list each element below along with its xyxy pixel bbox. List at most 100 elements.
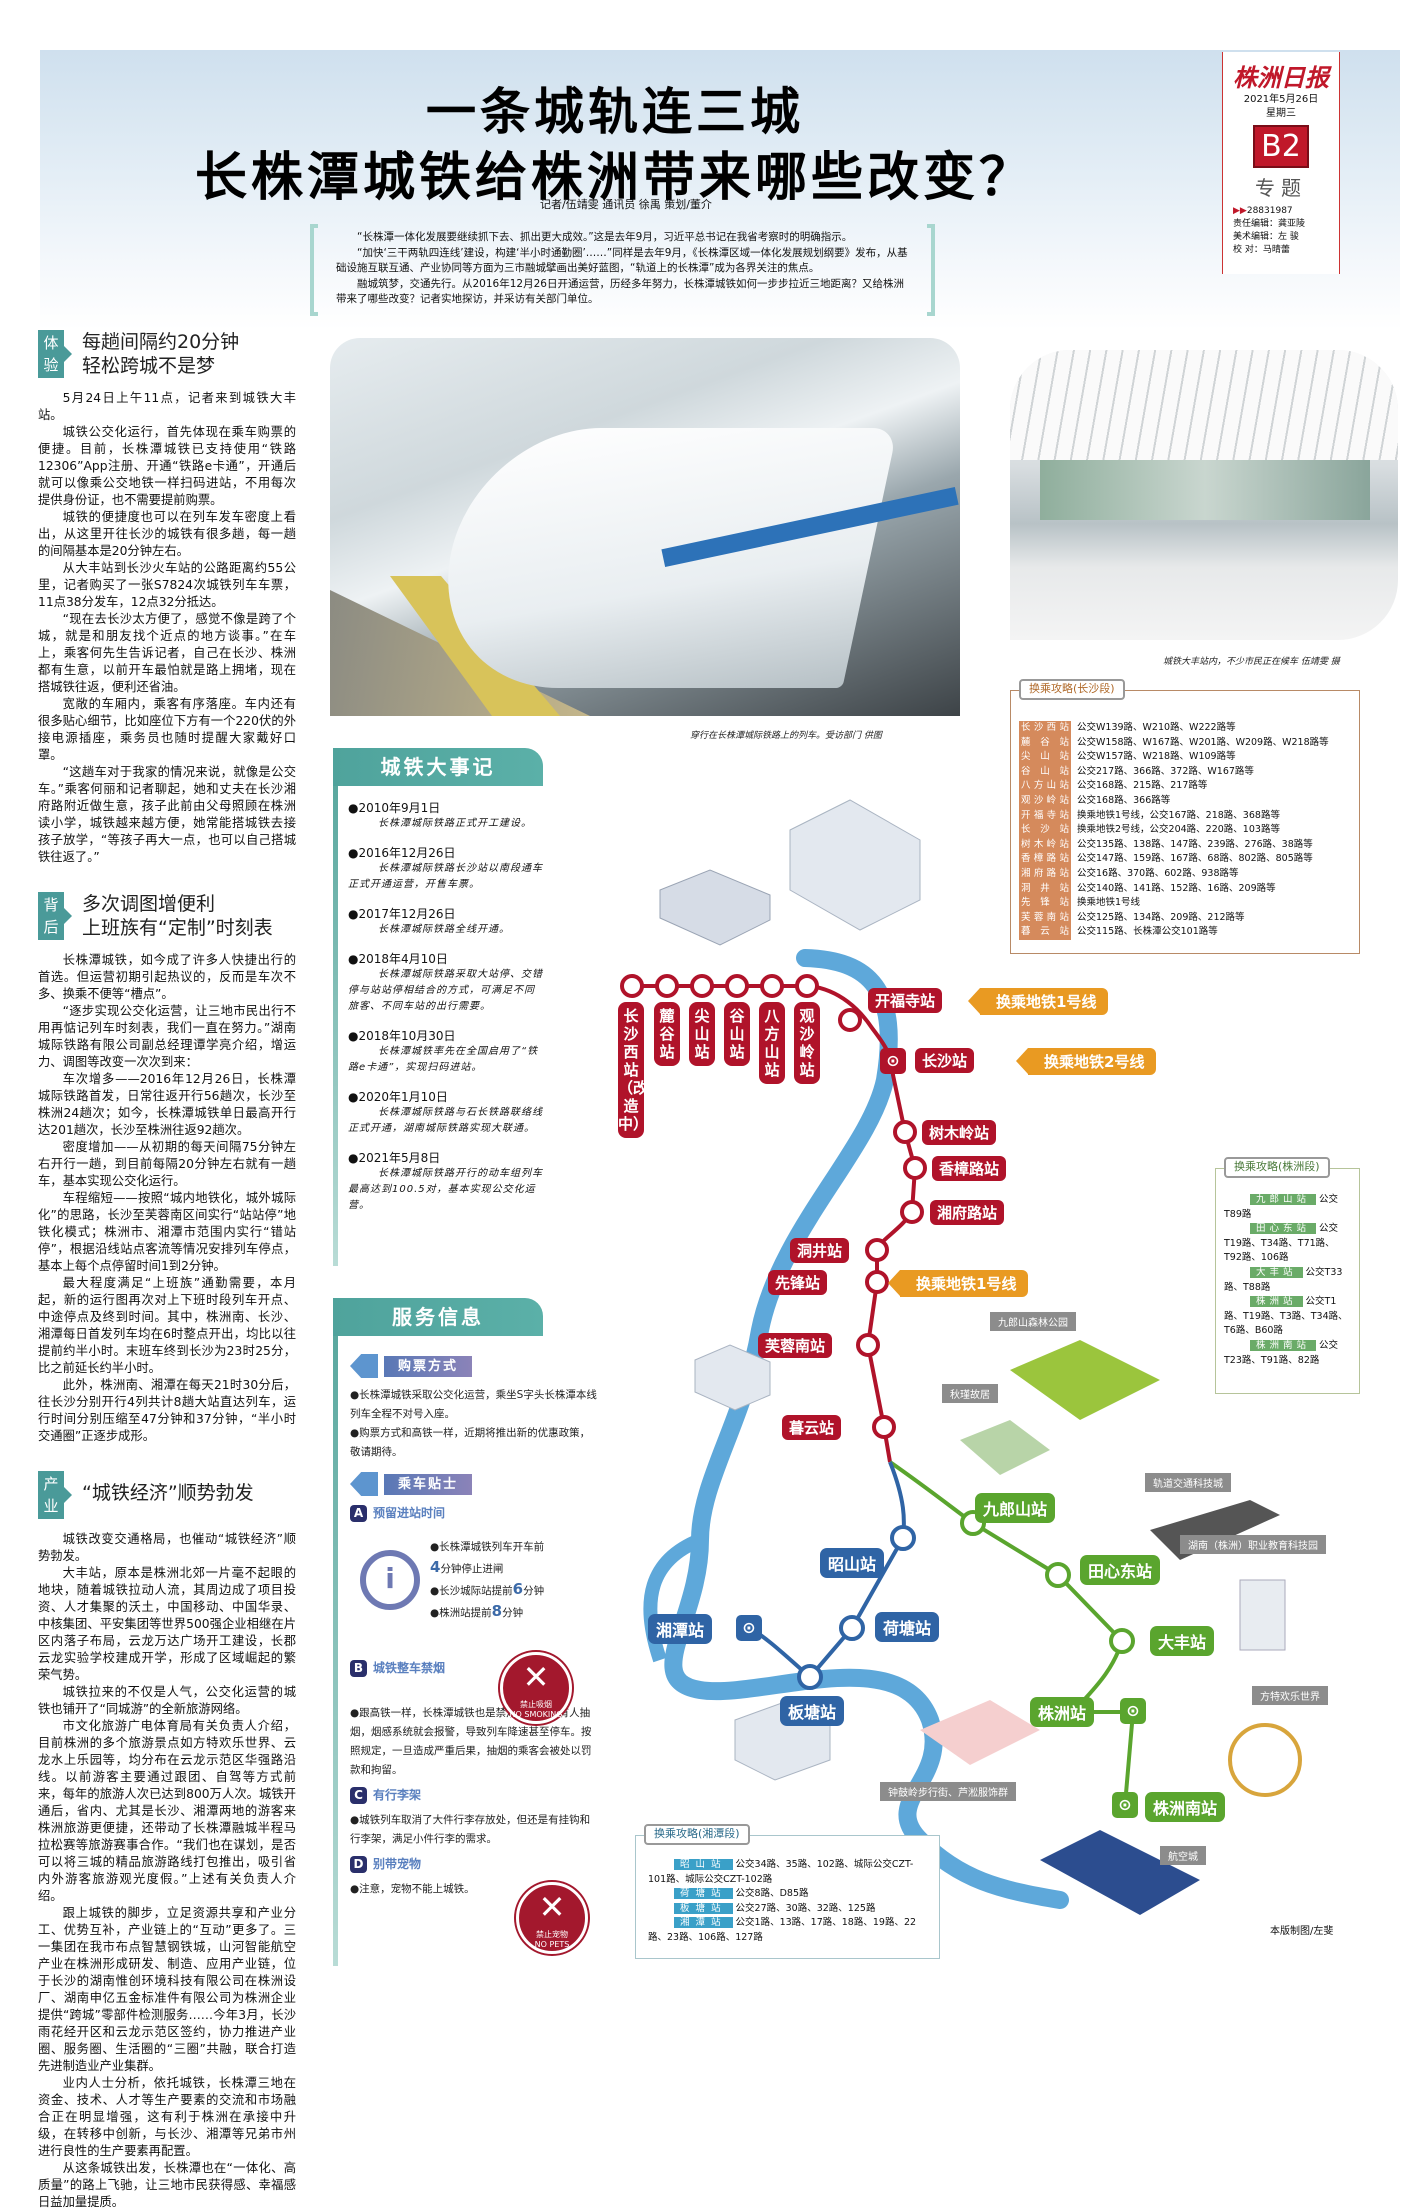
guide-title: 换乘攻略(长沙段) [1019, 679, 1125, 700]
event-date: ●2021年5月8日 [348, 1151, 441, 1165]
forest-park [1010, 1340, 1160, 1420]
article-experience: 5月24日上午11点，记者来到城铁大丰站。 城铁公交化运行，首先体现在乘车购票的… [38, 390, 296, 866]
tip-text: ●株洲站提前 [430, 1607, 492, 1619]
section-tag: 背后 [38, 892, 72, 940]
tip-key: C [350, 1787, 367, 1804]
station-guanshaling: 观沙岭站 [794, 1002, 820, 1084]
paragraph: 城铁的便捷度也可以在列车发车密度上看出，从这里开往长沙的城铁有很多趟，每一趟的间… [38, 510, 296, 558]
guide-row: 长沙西站公交W139路、W210路、W222路等 [1019, 721, 1351, 736]
railway-station-icon: ⊙ [880, 1048, 906, 1074]
tips-label: 乘车贴士 [384, 1473, 473, 1495]
event-date: ●2016年12月26日 [348, 846, 456, 860]
guide-info: 换乘地铁1号线，公交167路、218路、368路等 [1077, 809, 1280, 821]
intro-paragraph: “加快‘三干两轨四连线’建设，构建‘半小时通勤圈’……”同样是去年9月，《长株潭… [336, 246, 908, 275]
station-muyun: 暮云站 [782, 1415, 842, 1440]
guide-station: 洞井站 [1019, 881, 1071, 897]
paragraph: 宽敞的车厢内，乘客有序落座。车内还有很多贴心细节，比如座位下方有一个220伏的外… [38, 697, 296, 762]
guide-row: 香樟路站公交147路、159路、167路、68路、802路、805路等 [1019, 852, 1351, 867]
station-dot [838, 1008, 862, 1032]
divider [333, 1336, 338, 1966]
photo-caption: 城铁大丰站内，不少市民正在候车 伍靖雯 摄 [1163, 657, 1340, 667]
railway-station-icon: ⊙ [1120, 1698, 1146, 1724]
tip-number: 8 [491, 1602, 503, 1620]
left-column: 体验 每趟间隔约20分钟轻松跨城不是梦 5月24日上午11点，记者来到城铁大丰站… [38, 330, 296, 2211]
train-photo [330, 338, 960, 716]
tip-key: B [350, 1660, 367, 1677]
event-text: 长株潭城际铁路开行的动车组列车最高达到100.5对，基本实现公交化运营。 [348, 1168, 543, 1211]
station-zhuzhou: 株洲站 [1030, 1697, 1095, 1727]
railway-station-icon: ⊙ [1112, 1792, 1138, 1818]
guide-info: 公交217路、366路、372路、W167路等 [1077, 765, 1254, 777]
guide-station: 长沙站 [1019, 823, 1071, 838]
station-dot [893, 1120, 917, 1144]
station-dot [1045, 1562, 1071, 1588]
guide-info: 公交27路、30路、32路、125路 [735, 1902, 876, 1914]
station-xiangzhanglu: 香樟路站 [932, 1156, 1007, 1181]
guide-info: 公交T19路、T34路、T71路、T92路、106路 [1224, 1223, 1339, 1264]
office-building [789, 799, 921, 931]
guide-row: 芙蓉南站公交125路、134路、209路、212路等 [1019, 910, 1351, 926]
fangte-ferris-wheel [1228, 1723, 1302, 1797]
timeline-event: ●2018年4月10日长株潭城际铁路采取大站停、交错停与站站停相结合的方式，可满… [348, 951, 543, 1015]
tip-text: 分钟停止进闸 [440, 1563, 504, 1575]
building [659, 869, 771, 946]
tip-key: D [350, 1856, 367, 1873]
guide-station: 八方山站 [1019, 779, 1071, 794]
ticket-item: ●长株潭城铁采取公交化运营，乘坐S字头长株潭本线列车全程不对号入座。 [350, 1389, 597, 1420]
guide-info: 公交T33路、T88路 [1224, 1266, 1343, 1293]
tip-text: 分钟 [502, 1607, 524, 1619]
sign-text-en: NO SMOKING [509, 1710, 563, 1719]
timeline-event: ●2017年12月26日长株潭城际铁路全线开通。 [348, 906, 543, 938]
paragraph: 车次增多——2016年12月26日，长株潭城际铁路首发，日常往返开行56趟次，长… [38, 1072, 296, 1137]
transfer-guide-xiangtan: 换乘攻略(湘潭段) 昭山站 公交34路、35路、102路、城际公交CZT-101… [635, 1824, 940, 1959]
guide-info: 公交168路、366路等 [1077, 794, 1171, 806]
event-text: 长株潭城际铁路全线开通。 [378, 924, 510, 935]
train-body [422, 428, 898, 688]
landmark-edu-park: 湖南（株洲）职业教育科技园 [1180, 1535, 1326, 1554]
guide-title: 换乘攻略(株洲段) [1224, 1157, 1330, 1178]
station-changsha-west: 长沙西站（改造中） [618, 1002, 648, 1138]
guide-station: 昭山站 [674, 1859, 733, 1870]
timeline-title: 城铁大事记 [333, 748, 543, 786]
station-gushan: 谷山站 [724, 1002, 750, 1066]
info-touch-icon: i [360, 1550, 420, 1610]
guide-info: 公交147路、159路、167路、68路、802路、805路等 [1077, 853, 1313, 865]
ceiling [1010, 350, 1398, 460]
event-text: 长株潭城际铁路采取大站停、交错停与站站停相结合的方式，可满足不同旅客、不同车站的… [348, 969, 543, 1012]
headline-line2: 长株潭城铁给株洲带来哪些改变？ [194, 148, 1035, 208]
section-heading-industry: 产业 “城铁经济”顺势勃发 [38, 1471, 296, 1521]
guide-station: 开福寺站 [1019, 808, 1071, 824]
guide-station: 先锋站 [1019, 896, 1071, 911]
sign-text-en: NO PETS [534, 1940, 570, 1949]
heading-line: “城铁经济”顺势勃发 [82, 1482, 254, 1504]
event-date: ●2017年12月26日 [348, 907, 456, 921]
timeline-event: ●2010年9月1日长株潭城际铁路正式开工建设。 [348, 800, 543, 832]
heading-line: 轻松跨城不是梦 [82, 355, 216, 377]
guide-row: 谷山站公交217路、366路、372路、W167路等 [1019, 764, 1351, 780]
guide-info: 公交1路、13路、17路、18路、19路、22路、23路、106路、127路 [648, 1917, 917, 1943]
station-xianfeng: 先锋站 [768, 1270, 828, 1295]
station-dot [903, 1156, 927, 1180]
station-kaifusi: 开福寺站 [868, 988, 943, 1013]
paragraph: 密度增加——从初期的每天间隔75分钟左右开行一趟，到目前每隔20分钟左右就有一趟… [38, 1140, 296, 1188]
landmark-rail-city: 轨道交通科技城 [1145, 1473, 1231, 1492]
event-date: ●2018年10月30日 [348, 1029, 456, 1043]
bracket-right [927, 224, 935, 316]
guide-station: 尖山站 [1019, 750, 1071, 765]
tip-text: ●注意，宠物不能上城铁。 [350, 1883, 475, 1895]
guide-row: 田心东站 公交T19路、T34路、T71路、T92路、106路 [1224, 1222, 1351, 1266]
station-dot [872, 1415, 896, 1439]
event-text: 长株潭城际铁路长沙站以南段通车正式开通运营，开售车票。 [348, 863, 543, 890]
paragraph: 从大丰站到长沙火车站的公路距离约55公里，记者购买了一张S7824次城铁列车车票… [38, 561, 296, 609]
edu-building [1239, 1579, 1286, 1651]
guide-station: 九郎山站 [1250, 1194, 1317, 1205]
xiang-river [664, 949, 1069, 1909]
tip-text: 分钟 [523, 1585, 545, 1597]
guide-station: 板塘站 [674, 1902, 733, 1914]
pet-crossed-icon: ✕ [538, 1888, 566, 1926]
paragraph: 5月24日上午11点，记者来到城铁大丰站。 [38, 391, 296, 422]
station-shumuling: 树木岭站 [922, 1120, 997, 1145]
railway-station-icon: ⊙ [736, 1615, 762, 1641]
guide-station: 荷塘站 [674, 1888, 733, 1900]
guide-info: 公交34路、35路、102路、城际公交CZT-101路、城际公交CZT-102路 [648, 1859, 914, 1885]
